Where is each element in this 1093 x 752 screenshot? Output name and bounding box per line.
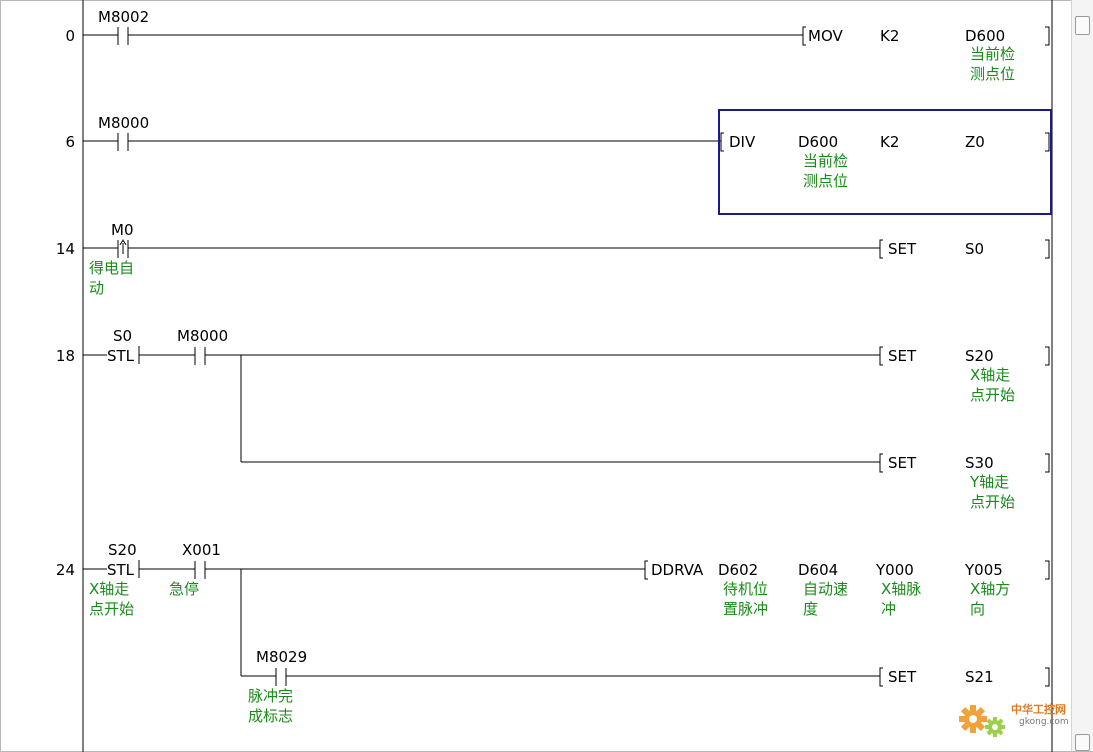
bracket-close <box>1045 26 1050 46</box>
instruction-mnemonic[interactable]: SET <box>888 668 917 686</box>
step-number: 18 <box>55 347 75 365</box>
instruction-operand[interactable]: S21 <box>965 668 994 686</box>
instruction-mnemonic[interactable]: SET <box>888 347 917 365</box>
instruction-operand[interactable]: S30 <box>965 454 994 472</box>
scrollbar-thumb[interactable] <box>1075 16 1090 35</box>
instruction-operand[interactable]: K2 <box>880 27 900 45</box>
instruction-operand[interactable]: Y005 <box>965 561 1003 579</box>
device-comment: Y轴走 点开始 <box>970 473 1016 511</box>
device-comment: 当前检 测点位 <box>970 45 1016 83</box>
step-number: 14 <box>55 240 75 258</box>
stl-device-label[interactable]: S20 <box>108 541 137 559</box>
step-number: 0 <box>65 27 75 45</box>
vertical-scrollbar[interactable] <box>1071 0 1093 751</box>
instruction-operand[interactable]: K2 <box>880 133 900 151</box>
selection-cursor <box>718 109 1052 215</box>
device-comment: 得电自 动 <box>89 259 135 297</box>
instruction-mnemonic[interactable]: MOV <box>808 27 843 45</box>
bracket-open <box>802 26 806 46</box>
step-number: 24 <box>55 561 75 579</box>
gear-icon <box>959 705 1005 737</box>
device-comment: X轴走 点开始 <box>89 580 135 618</box>
contact-label[interactable]: X001 <box>182 541 221 559</box>
contact-label[interactable]: M8002 <box>98 8 150 26</box>
contact-label[interactable]: M8000 <box>177 327 229 345</box>
instruction-operand[interactable]: Z0 <box>965 133 985 151</box>
instruction-operand[interactable]: S0 <box>965 240 985 258</box>
device-comment: 脉冲完 成标志 <box>248 687 294 725</box>
contact-label[interactable]: M8029 <box>256 648 308 666</box>
stl-keyword[interactable]: STL <box>107 347 135 365</box>
device-comment: X轴方 向 <box>970 580 1011 618</box>
contact-label[interactable]: M8000 <box>98 114 150 132</box>
instruction-operand[interactable]: Y000 <box>876 561 914 579</box>
device-comment: X轴脉 冲 <box>881 580 922 618</box>
device-comment: 急停 <box>169 580 200 598</box>
site-watermark: 中华工控网 gkong.com <box>955 697 1071 743</box>
watermark-text: 中华工控网 <box>1011 703 1066 716</box>
device-comment: 当前检 测点位 <box>803 152 849 190</box>
instruction-operand[interactable]: D604 <box>798 561 839 579</box>
instruction-mnemonic[interactable]: DDRVA <box>651 561 704 579</box>
stl-keyword[interactable]: STL <box>107 561 135 579</box>
device-comment: 自动速 度 <box>803 580 849 618</box>
watermark-url: gkong.com <box>1019 717 1069 727</box>
instruction-mnemonic[interactable]: SET <box>888 240 917 258</box>
stl-device-label[interactable]: S0 <box>113 327 133 345</box>
instruction-operand[interactable]: D602 <box>718 561 759 579</box>
instruction-mnemonic[interactable]: DIV <box>729 133 756 151</box>
step-number: 6 <box>65 133 75 151</box>
device-comment: 待机位 置脉冲 <box>723 580 769 618</box>
contact-label[interactable]: M0 <box>111 221 134 239</box>
instruction-operand[interactable]: D600 <box>798 133 839 151</box>
instruction-mnemonic[interactable]: SET <box>888 454 917 472</box>
scrollbar-down-button[interactable] <box>1075 734 1090 751</box>
device-comment: X轴走 点开始 <box>970 366 1016 404</box>
instruction-operand[interactable]: S20 <box>965 347 994 365</box>
instruction-operand[interactable]: D600 <box>965 27 1006 45</box>
